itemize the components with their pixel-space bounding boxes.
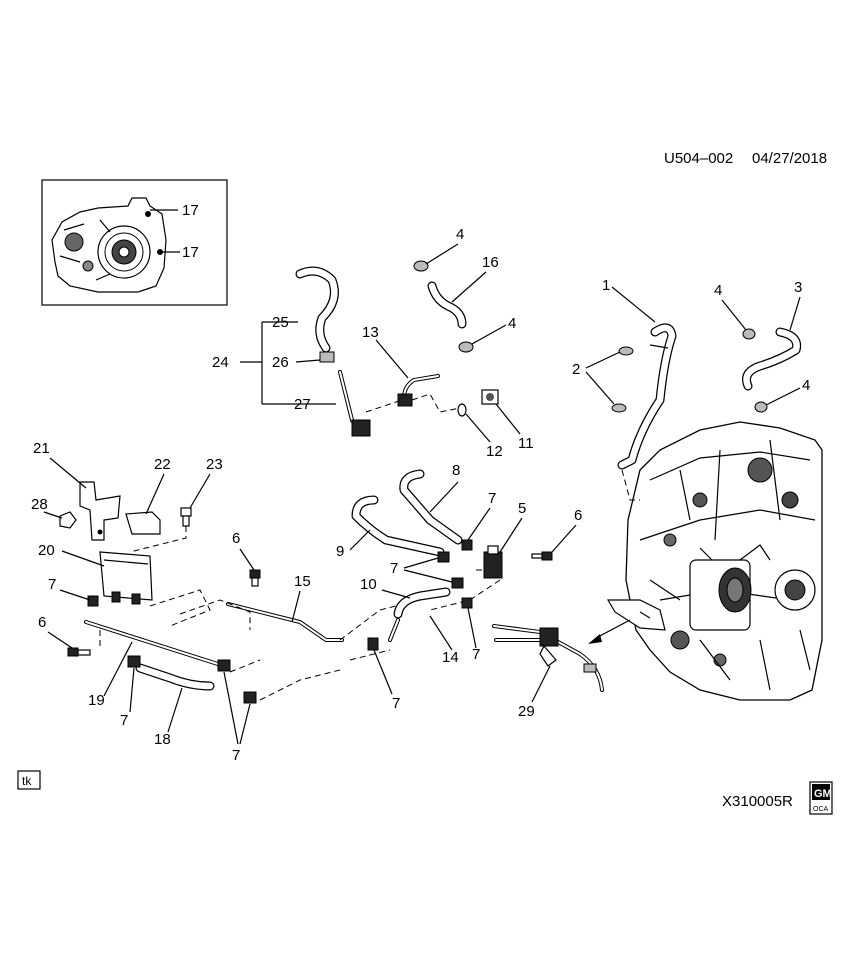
callout-4-c: 4 xyxy=(456,226,464,243)
callout-12: 12 xyxy=(486,443,503,460)
callout-17-bottom: 17 xyxy=(182,244,199,261)
callout-7-c: 7 xyxy=(232,747,240,764)
transmission-assembly xyxy=(606,421,823,701)
hose-10 xyxy=(393,587,451,619)
tube-15 xyxy=(226,602,344,642)
bracket-22 xyxy=(125,511,161,535)
bolt-6-left xyxy=(67,647,91,657)
clamp-4-near-3-bottom xyxy=(754,401,768,413)
callout-7-e: 7 xyxy=(390,560,398,577)
clamp-4-near-16-bottom xyxy=(458,341,474,353)
tube-27 xyxy=(338,370,371,437)
callout-28: 28 xyxy=(31,496,48,513)
callout-13: 13 xyxy=(362,324,379,341)
nut-28 xyxy=(59,511,77,529)
callout-10: 10 xyxy=(360,576,377,593)
clamp-4-near-3-top xyxy=(742,328,756,340)
clamp-7-hose8 xyxy=(461,539,473,551)
callout-7-a: 7 xyxy=(48,576,56,593)
cooler-line-19 xyxy=(84,620,226,668)
callout-18: 18 xyxy=(154,731,171,748)
callout-1: 1 xyxy=(602,277,610,294)
callout-5: 5 xyxy=(518,500,526,517)
diagram-code: U504–002 xyxy=(664,150,733,167)
hose-3 xyxy=(742,327,802,391)
clamp-7-hose18-right xyxy=(217,659,231,672)
clamp-7-hose18-lower xyxy=(243,691,257,704)
callout-7-b: 7 xyxy=(120,712,128,729)
bolt-6-right xyxy=(531,551,553,561)
clamp-4-near-16-top xyxy=(413,260,429,272)
gm-logo: GM OCA xyxy=(809,781,833,815)
valve-5 xyxy=(483,545,503,579)
fitting-11 xyxy=(481,389,499,405)
clamp-7-center-upper xyxy=(437,551,450,563)
callout-9: 9 xyxy=(336,543,344,560)
callout-4-b: 4 xyxy=(802,377,810,394)
callout-16: 16 xyxy=(482,254,499,271)
callout-8: 8 xyxy=(452,462,460,479)
callout-7-g: 7 xyxy=(392,695,400,712)
callout-25: 25 xyxy=(272,314,289,331)
clamp-2-upper xyxy=(618,346,634,356)
clamp-7-center-lower xyxy=(451,577,464,589)
hose-18 xyxy=(135,663,215,691)
callout-20: 20 xyxy=(38,542,55,559)
bracket-21 xyxy=(79,481,121,541)
callout-29: 29 xyxy=(518,703,535,720)
diagram-date: 04/27/2018 xyxy=(752,150,827,167)
clamp-7-lower-right xyxy=(461,597,473,609)
hose-16 xyxy=(427,281,467,329)
tube-14 xyxy=(388,618,400,642)
nut-7-cooler xyxy=(87,595,99,607)
hose-9 xyxy=(351,495,445,557)
callout-23: 23 xyxy=(206,456,223,473)
clamp-26 xyxy=(319,351,335,363)
callout-24: 24 xyxy=(212,354,229,371)
callout-3: 3 xyxy=(794,279,802,296)
tk-tag: tk xyxy=(17,770,41,790)
callout-17-top: 17 xyxy=(182,202,199,219)
callout-6-a: 6 xyxy=(38,614,46,631)
svg-text:GM: GM xyxy=(814,788,832,800)
callout-6-b: 6 xyxy=(232,530,240,547)
clamp-7-hose18-left xyxy=(127,655,141,668)
callout-6-c: 6 xyxy=(574,507,582,524)
callout-11: 11 xyxy=(518,435,534,452)
pipe-assembly-29 xyxy=(492,624,604,692)
illustration-id: X310005R xyxy=(722,793,793,810)
svg-text:tk: tk xyxy=(22,774,32,788)
callout-26: 26 xyxy=(272,354,289,371)
callout-7-f: 7 xyxy=(472,646,480,663)
callout-7-d: 7 xyxy=(488,490,496,507)
bolt-23 xyxy=(180,507,192,527)
svg-text:OCA: OCA xyxy=(813,806,829,813)
callout-14: 14 xyxy=(442,649,459,666)
hose-1 xyxy=(617,323,677,470)
callout-15: 15 xyxy=(294,573,311,590)
cooler-20 xyxy=(99,551,153,605)
callout-4-d: 4 xyxy=(508,315,516,332)
callout-27: 27 xyxy=(294,396,311,413)
callout-22: 22 xyxy=(154,456,171,473)
bolt-6-middle xyxy=(249,569,261,587)
callout-21: 21 xyxy=(33,440,50,457)
inset-transmission-view xyxy=(41,179,228,306)
clamp-2-lower xyxy=(611,403,627,413)
clamp-7-lower-left xyxy=(367,637,379,651)
hose-8 xyxy=(399,469,463,545)
tube-13 xyxy=(397,374,440,407)
callout-19: 19 xyxy=(88,692,105,709)
washer-12 xyxy=(457,403,467,417)
callout-2: 2 xyxy=(572,361,580,378)
callout-4-a: 4 xyxy=(714,282,722,299)
hose-25 xyxy=(295,266,339,353)
